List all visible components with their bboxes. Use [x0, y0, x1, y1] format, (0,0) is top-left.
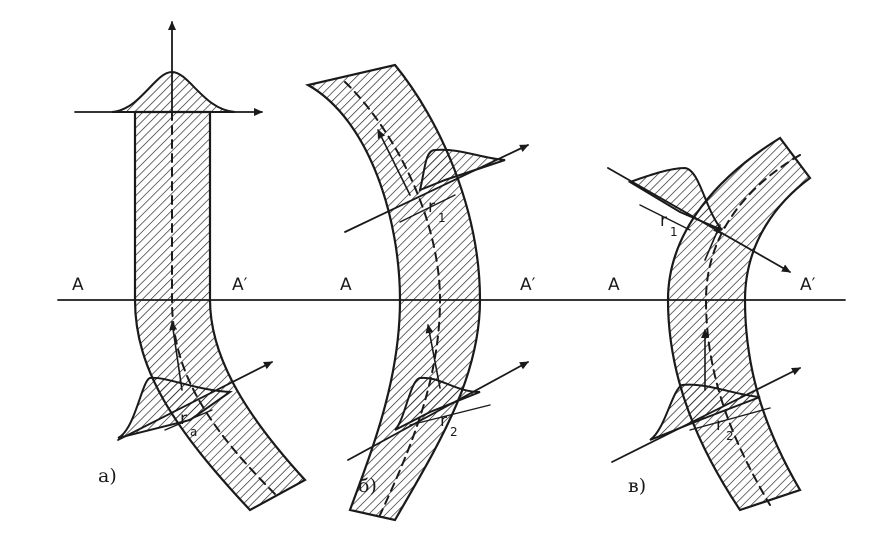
- panel-c-lower-tilted-arrow: [611, 367, 801, 463]
- panel-a-radius-symbol: r: [180, 409, 187, 429]
- panel-c-lower-radius-symbol: r: [716, 415, 723, 435]
- panel-c-lower-radius-subscript: 2: [726, 429, 734, 443]
- panel-c-upper-radius-subscript: 1: [670, 225, 678, 239]
- panel-a-top-profile: [111, 70, 236, 113]
- panel-b-upper-radius-symbol: r: [428, 197, 435, 217]
- panel-a-axis-label-right: A′: [232, 275, 248, 295]
- panel-c: r 1 r 2 в): [607, 136, 812, 512]
- panel-c-lower-profile: [649, 383, 761, 441]
- panel-c-upper-profile: [627, 166, 723, 231]
- panel-c-axis-label-right: A′: [800, 275, 816, 295]
- panel-c-upper-radius-mark: [639, 204, 691, 231]
- panel-b-lower-tilted-arrow: [347, 361, 529, 461]
- panel-b-upper-radius-mark: [399, 194, 456, 223]
- panel-b-lower-profile: [394, 376, 481, 431]
- panel-a-axis-label-left: A: [72, 275, 84, 295]
- panel-b-lower-radius-symbol: r: [440, 411, 447, 431]
- panel-b-lower-radius-mark: [409, 404, 491, 426]
- panel-a-lower-normal-arrow: [169, 321, 183, 391]
- panel-a-lower-tilted-arrow: [117, 361, 273, 441]
- panel-c-axis-label-left: A: [608, 275, 620, 295]
- panel-c-caption: в): [628, 475, 646, 497]
- panel-a-caption: а): [98, 465, 117, 487]
- panel-b-upper-radius-subscript: 1: [438, 211, 446, 225]
- panel-b-caption: б): [358, 475, 377, 497]
- panel-a-lower-profile: [117, 376, 233, 439]
- panel-b-axis-label-right: A′: [520, 275, 536, 295]
- panel-b: r 1 r 2 б): [304, 63, 529, 522]
- panel-a-radius-subscript: a: [190, 425, 197, 439]
- panel-c-upper-tilted-arrow: [607, 167, 791, 273]
- panel-b-beam: [304, 63, 482, 522]
- panel-a: r a а): [74, 21, 307, 512]
- panel-a-radius-mark: [164, 409, 213, 431]
- panel-b-upper-profile: [418, 148, 506, 192]
- panel-c-upper-normal-arrow: [704, 224, 721, 261]
- panel-b-lower-radius-subscript: 2: [450, 425, 458, 439]
- panel-b-upper-tilted-arrow: [344, 144, 529, 233]
- panel-a-beam: [133, 110, 307, 512]
- panel-b-axis-label-left: A: [340, 275, 352, 295]
- panel-b-upper-normal-arrow: [377, 129, 411, 196]
- panel-c-upper-radius-symbol: r: [660, 211, 667, 231]
- panel-c-lower-radius-mark: [689, 407, 771, 431]
- panel-b-lower-normal-arrow: [425, 324, 441, 389]
